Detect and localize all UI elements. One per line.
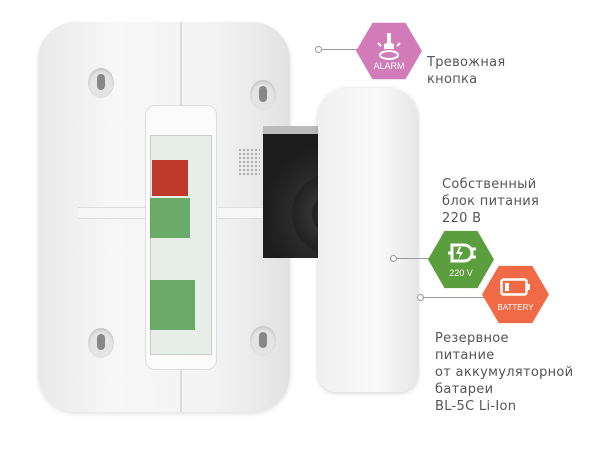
board-section: [150, 280, 195, 330]
battery-caption: Резервное питание от аккумуляторной бата…: [435, 330, 573, 415]
battery-badge: BATTERY: [482, 265, 549, 324]
caption-line: BL-5C Li-Ion: [435, 399, 517, 414]
badge-label: ALARM: [373, 61, 405, 71]
callout-dot: [390, 255, 397, 262]
callout-line: [322, 49, 360, 50]
alarm-button-press-icon: [377, 33, 401, 60]
caption-line: 220 В: [442, 211, 482, 226]
badge-label: 220 V: [449, 268, 473, 278]
alarm-badge: ALARM: [356, 22, 422, 80]
speaker-grill: [238, 148, 260, 176]
power-badge: 220 V: [428, 230, 494, 289]
caption-line: батареи: [435, 382, 494, 397]
badge-label: BATTERY: [497, 303, 534, 312]
callout-dot: [315, 46, 322, 53]
alarm-caption: Тревожная кнопка: [427, 54, 506, 88]
caption-line: Резервное: [435, 331, 509, 346]
battery-icon: [499, 278, 530, 296]
sim-slot: [150, 198, 190, 238]
sim-slot: [152, 160, 188, 196]
power-caption: Собственный блок питания 220 В: [442, 176, 539, 227]
mount-hole: [250, 80, 276, 110]
callout-line: [397, 258, 431, 259]
caption-line: блок питания: [442, 194, 540, 209]
callout-line: [424, 297, 486, 298]
caption-line: от аккумуляторной: [435, 365, 574, 380]
callout-dot: [417, 294, 424, 301]
mount-hole: [88, 328, 114, 358]
caption-line: Собственный: [442, 177, 537, 192]
caption-line: питание: [435, 348, 495, 363]
caption-line: Тревожная: [427, 55, 506, 70]
plug-lightning-icon: [448, 243, 476, 263]
battery-cover: [318, 88, 418, 392]
mount-hole: [250, 326, 276, 356]
mount-hole: [88, 68, 114, 98]
caption-line: кнопка: [427, 72, 478, 87]
